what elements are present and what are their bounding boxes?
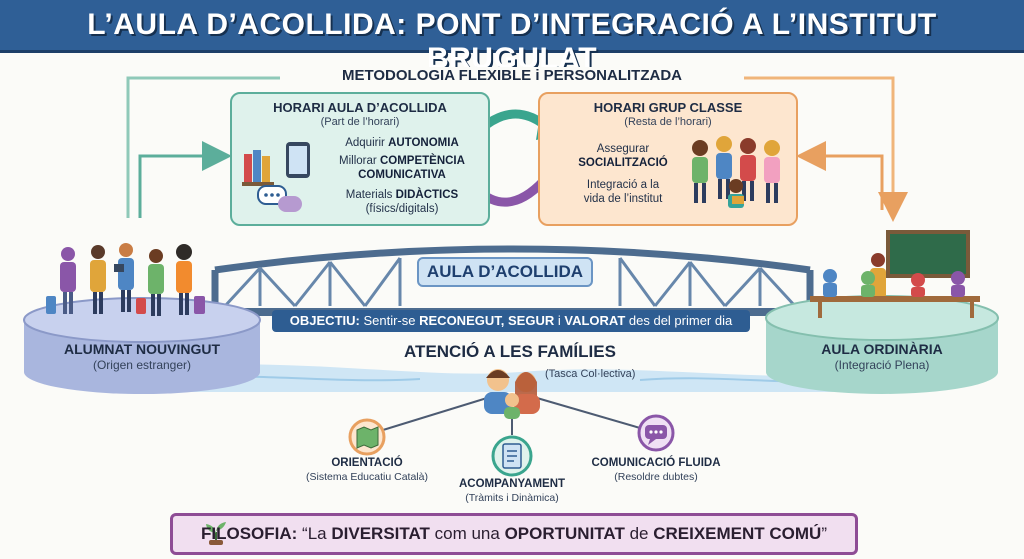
map-icon: [348, 418, 386, 456]
methodology-label: METODOLOGIA FLEXIBLE i PERSONALITZADA: [280, 67, 744, 84]
newcomer-students-subtitle: (Origen estranger): [92, 358, 192, 372]
goal-communication: Millorar COMPETÈNCIA COMUNICATIVA: [339, 155, 465, 181]
chat-bubbles-icon: [257, 185, 302, 212]
ordinary-class-title: AULA ORDINÀRIA: [821, 341, 943, 357]
document-icon: [491, 435, 533, 477]
family-icon: [484, 369, 540, 419]
students-illustration: [46, 243, 205, 316]
box-title: HORARI AULA D’ACOLLIDA: [273, 100, 447, 115]
box-subtitle: (Part de l’horari): [320, 116, 400, 128]
accompaniment-sub: (Tràmits i Dinàmica): [465, 492, 559, 504]
title-banner: [0, 0, 1024, 53]
classroom-illustration: [810, 230, 980, 318]
methodology-arrows: [126, 76, 908, 222]
goal-autonomy: Adquirir AUTONOMIA: [345, 137, 459, 149]
speech-bubble-icon: [637, 414, 675, 452]
bridge-label: AULA D’ACOLLIDA: [417, 257, 593, 287]
ordinary-class-subtitle: (Integració Plena): [834, 358, 930, 372]
communication-label: COMUNICACIÓ FLUIDA: [591, 457, 721, 469]
communication-sub: (Resoldre dubtes): [614, 471, 698, 483]
sprout-icon: [206, 522, 226, 545]
families-title: ATENCIÓ A LES FAMÍLIES: [404, 342, 616, 361]
philosophy-banner: FILOSOFIA: “La DIVERSITAT com una OPORTU…: [170, 513, 858, 555]
philosophy-text: FILOSOFIA: “La DIVERSITAT com una OPORTU…: [200, 524, 828, 543]
objective-banner: OBJECTIU: Sentir-se RECONEGUT, SEGUR i V…: [272, 310, 750, 332]
schedule-box-acollida: HORARI AULA D’ACOLLIDA (Part de l’horari…: [230, 92, 490, 226]
schedule-box-class-group: HORARI GRUP CLASSE (Resta de l’horari) A…: [538, 92, 798, 226]
page-title: L’AULA D’ACOLLIDA: PONT D’INTEGRACIÓ A L…: [87, 8, 937, 75]
accompaniment-label: ACOMPANYAMENT: [458, 478, 566, 490]
families-subtitle: (Tasca Col·lectiva): [545, 368, 636, 380]
orientation-sub: (Sistema Educatiu Català): [306, 471, 428, 483]
box-title: HORARI GRUP CLASSE: [593, 100, 743, 115]
right-platform: [765, 295, 999, 394]
books-tablet-icon: [242, 142, 310, 186]
goal-materials: Materials DIDÀCTICS (físics/digitals): [345, 189, 459, 215]
orientation-label: ORIENTACIÓ: [331, 457, 403, 469]
box-subtitle: (Resta de l’horari): [624, 116, 712, 128]
newcomer-students-title: ALUMNAT NOUVINGUT: [63, 341, 221, 357]
kids-group-icon: [692, 136, 780, 208]
